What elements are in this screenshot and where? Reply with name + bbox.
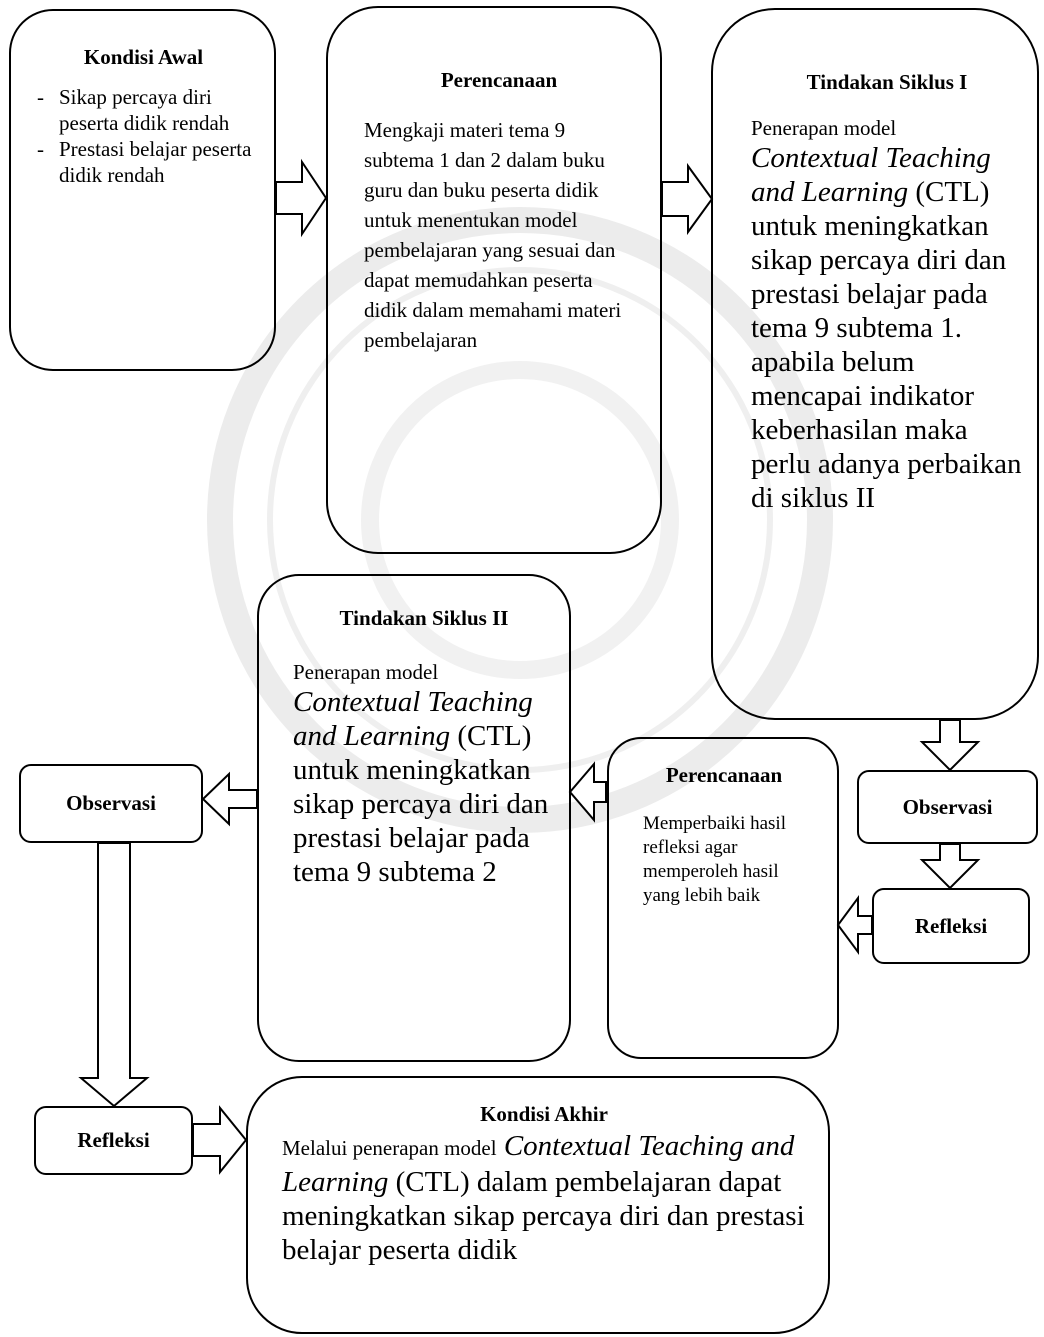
box-kondisi-awal: Kondisi Awal Sikap percaya diri peserta … [9, 9, 276, 371]
box-perencanaan-1: Perencanaan Mengkaji materi tema 9 subte… [326, 6, 662, 554]
arrow-refleksi-to-perencanaan [836, 894, 873, 956]
observasi-2-label: Observasi [66, 791, 156, 815]
tindakan-2-model: Contextual Teaching and Learning [293, 686, 533, 752]
tindakan-1-prefix: Penerapan model [751, 116, 897, 140]
observasi-1-label: Observasi [902, 794, 993, 819]
box-tindakan-siklus-1: Tindakan Siklus I Penerapan model Contex… [711, 8, 1039, 720]
tindakan-1-text: (CTL) untuk meningkatkan sikap percaya d… [751, 176, 1022, 514]
arrow-observasi-to-refleksi2 [78, 842, 150, 1108]
university-seal-watermark [207, 207, 833, 833]
arrow-tindakan-to-observasi [919, 719, 981, 772]
kondisi-akhir-title: Kondisi Akhir [480, 1102, 608, 1126]
arrow-awal-to-perencanaan [275, 158, 328, 238]
arrow-perencanaan-to-tindakan [661, 162, 714, 236]
tindakan-1-model: Contextual Teaching and Learning [751, 142, 991, 208]
tindakan-2-title: Tindakan Siklus II [339, 606, 509, 630]
kondisi-awal-title: Kondisi Awal [83, 45, 204, 69]
perencanaan-2-title: Perencanaan [665, 763, 783, 787]
perencanaan-1-title: Perencanaan [440, 68, 558, 92]
kondisi-akhir-text: (CTL) dalam pembelajaran dapat meningkat… [282, 1166, 805, 1266]
perencanaan-2-text: Memperbaiki hasil refleksi agar memperol… [643, 813, 786, 906]
box-perencanaan-2: Perencanaan Memperbaiki hasil refleksi a… [607, 737, 839, 1059]
tindakan-1-description: Contextual Teaching and Learning (CTL) u… [751, 141, 1023, 515]
kondisi-akhir-prefix: Melalui penerapan model [282, 1136, 497, 1160]
box-observasi-1: Observasi [857, 770, 1038, 844]
kondisi-akhir-model: Contextual Teaching and Learning [282, 1130, 795, 1198]
arrow-observasi-to-refleksi [919, 843, 981, 890]
arrow-perencanaan-to-tindakan2 [568, 761, 607, 823]
box-kondisi-akhir: Kondisi Akhir Melalui penerapan model Co… [246, 1076, 830, 1334]
kondisi-awal-item: Prestasi belajar peserta didik rendah [23, 136, 264, 188]
refleksi-2-label: Refleksi [77, 1128, 150, 1152]
tindakan-2-prefix: Penerapan model [293, 660, 439, 684]
box-refleksi-2: Refleksi [34, 1106, 193, 1175]
box-refleksi-1: Refleksi [872, 888, 1030, 964]
box-observasi-2: Observasi [19, 764, 203, 843]
kondisi-akhir-description: Melalui penerapan model Contextual Teach… [282, 1129, 806, 1267]
kondisi-awal-item: Sikap percaya diri peserta didik rendah [23, 84, 264, 136]
box-tindakan-siklus-2: Tindakan Siklus II Penerapan model Conte… [257, 574, 571, 1062]
arrow-tindakan2-to-observasi [201, 771, 258, 827]
tindakan-2-text: (CTL) untuk meningkatkan sikap percaya d… [293, 720, 549, 888]
tindakan-1-title: Tindakan Siklus I [806, 70, 968, 94]
tindakan-2-description: Contextual Teaching and Learning (CTL) u… [293, 685, 555, 889]
kondisi-awal-list: Sikap percaya diri peserta didik rendah … [23, 84, 264, 188]
arrow-refleksi-to-kondisi-akhir [192, 1105, 248, 1175]
refleksi-1-label: Refleksi [914, 913, 988, 938]
perencanaan-1-text: Mengkaji materi tema 9 subtema 1 dan 2 d… [364, 118, 622, 352]
